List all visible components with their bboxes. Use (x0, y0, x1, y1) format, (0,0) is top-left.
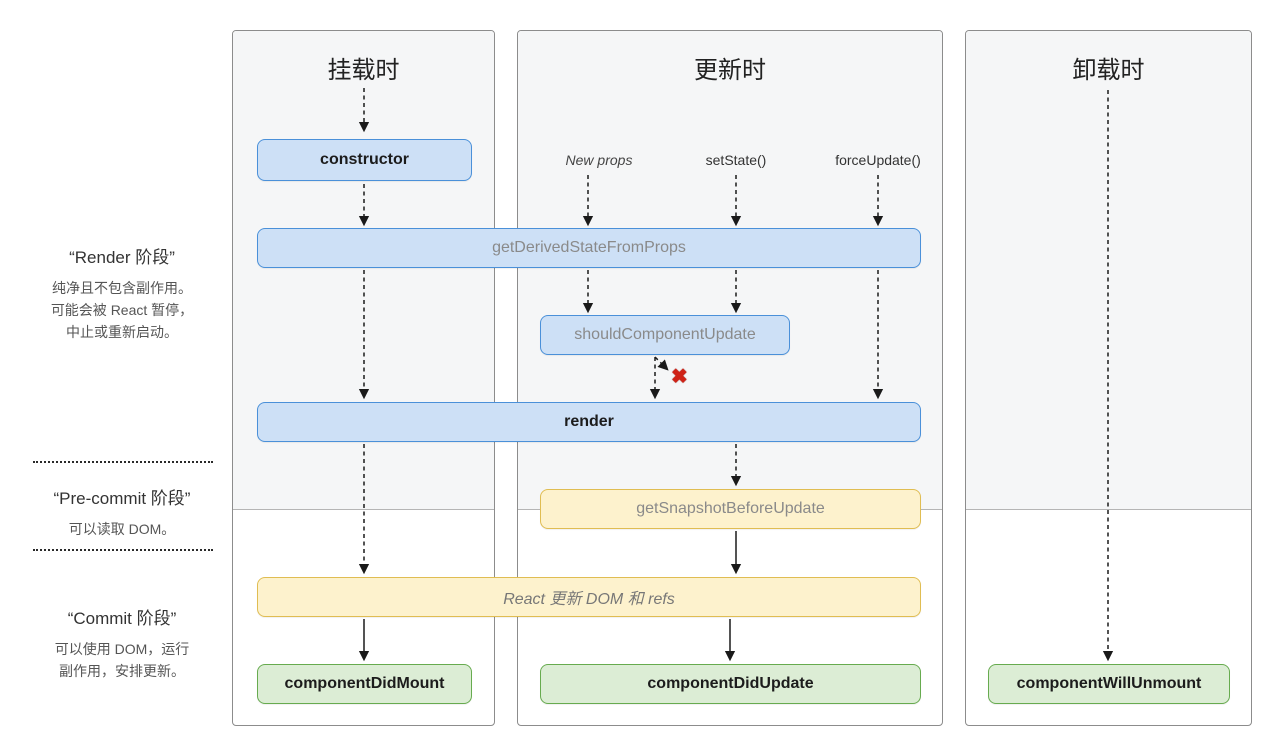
trigger-set-state: setState() (705, 152, 767, 168)
column-unmounting-title: 卸载时 (1072, 57, 1145, 84)
column-mounting-title: 挂载时 (327, 57, 400, 84)
column-updating-title: 更新时 (694, 57, 766, 84)
column-unmounting: 卸载时 (965, 30, 1252, 726)
precommit-phase-title: “Pre-commit 阶段” (53, 489, 191, 508)
column-mounting: 挂载时 (232, 30, 495, 726)
precommit-phase-note: “Pre-commit 阶段” 可以读取 DOM。 (19, 484, 225, 540)
commit-phase-note: “Commit 阶段” 可以使用 DOM，运行 副作用，安排更新。 (19, 604, 225, 682)
node-component-did-update[interactable]: componentDidUpdate (540, 664, 921, 704)
commit-phase-line: 可以使用 DOM，运行 (54, 641, 190, 657)
trigger-new-props: New props (565, 152, 633, 168)
node-react-updates-dom: React 更新 DOM 和 refs (257, 577, 921, 617)
node-component-did-mount[interactable]: componentDidMount (257, 664, 472, 704)
column-updating: 更新时 (517, 30, 943, 726)
render-phase-line: 纯净且不包含副作用。 (52, 280, 192, 296)
commit-phase-title: “Commit 阶段” (67, 609, 177, 628)
phase-divider (33, 461, 213, 463)
precommit-phase-line: 可以读取 DOM。 (68, 521, 176, 537)
node-get-snapshot-before-update[interactable]: getSnapshotBeforeUpdate (540, 489, 921, 529)
phase-divider (33, 549, 213, 551)
render-phase-background (966, 31, 1251, 510)
node-component-will-unmount[interactable]: componentWillUnmount (988, 664, 1230, 704)
trigger-force-update: forceUpdate() (835, 152, 921, 168)
render-phase-note: “Render 阶段” 纯净且不包含副作用。 可能会被 React 暂停， 中止… (19, 243, 225, 343)
node-should-component-update[interactable]: shouldComponentUpdate (540, 315, 790, 355)
render-phase-line: 可能会被 React 暂停， (50, 302, 194, 318)
render-phase-line: 中止或重新启动。 (66, 324, 178, 340)
node-render[interactable]: render (257, 402, 921, 442)
commit-phase-line: 副作用，安排更新。 (59, 663, 185, 679)
node-constructor[interactable]: constructor (257, 139, 472, 181)
render-phase-title: “Render 阶段” (69, 248, 175, 267)
node-get-derived-state-from-props[interactable]: getDerivedStateFromProps (257, 228, 921, 268)
update-blocked-x-icon: ✖ (671, 366, 688, 388)
